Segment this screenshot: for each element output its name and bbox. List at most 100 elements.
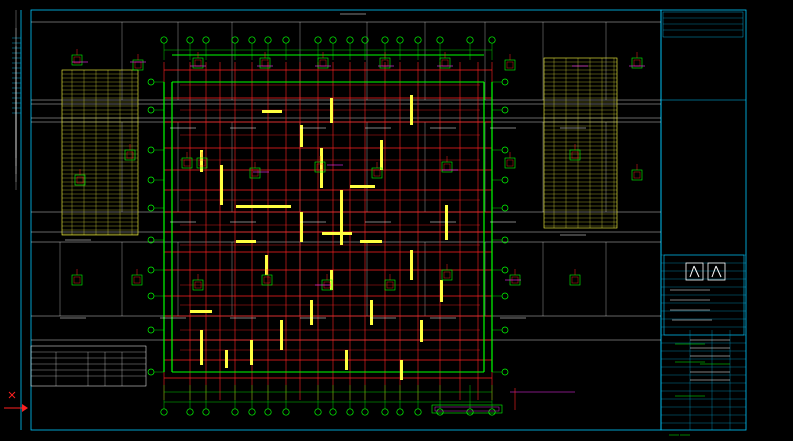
axis-bubble-top: [202, 36, 210, 44]
title-block-header: [663, 254, 745, 336]
axis-bubble-top: [186, 36, 194, 44]
legend-table: [30, 345, 147, 387]
column-detail: [192, 57, 204, 69]
axis-bubble-right: [501, 78, 509, 86]
shear-wall: [200, 330, 203, 365]
column-detail: [439, 57, 451, 69]
axis-bubble-left: [147, 78, 155, 86]
column-detail: [441, 269, 453, 281]
column-detail-core: [633, 171, 641, 179]
column-detail: [71, 54, 83, 66]
axis-bubble-left: [147, 146, 155, 154]
column-detail-core: [194, 281, 202, 289]
section-rebar: [434, 406, 500, 412]
shear-wall: [225, 350, 228, 368]
shear-wall: [330, 98, 333, 123]
axis-bubble-bottom: [264, 408, 272, 416]
axis-bubble-right: [501, 106, 509, 114]
column-detail: [131, 274, 143, 286]
column-detail-core: [443, 271, 451, 279]
seal-stamp: [685, 262, 704, 281]
column-detail: [441, 161, 453, 173]
column-detail-core: [263, 276, 271, 284]
axis-bubble-left: [147, 368, 155, 376]
column-detail: [504, 157, 516, 169]
column-detail-core: [319, 59, 327, 67]
shear-wall: [400, 360, 403, 380]
axis-bubble-bottom: [414, 408, 422, 416]
shear-wall: [236, 240, 256, 243]
axis-bubble-top: [488, 36, 496, 44]
shear-wall: [410, 250, 413, 280]
axis-bubble-left: [147, 326, 155, 334]
column-detail: [631, 169, 643, 181]
axis-bubble-bottom: [381, 408, 389, 416]
column-detail-core: [633, 59, 641, 67]
shear-wall: [350, 185, 375, 188]
section-detail: [431, 404, 503, 414]
column-detail: [249, 167, 261, 179]
axis-bubble-top: [346, 36, 354, 44]
axis-bubble-right: [501, 204, 509, 212]
axis-bubble-right: [501, 326, 509, 334]
shear-wall: [322, 232, 352, 235]
shear-wall: [262, 110, 282, 113]
column-detail: [132, 59, 144, 71]
axis-bubble-top: [282, 36, 290, 44]
column-detail-core: [316, 163, 324, 171]
axis-bubble-right: [501, 292, 509, 300]
column-detail: [569, 149, 581, 161]
axis-bubble-bottom: [488, 408, 496, 416]
shear-wall: [345, 350, 348, 370]
axis-bubble-top: [414, 36, 422, 44]
shear-wall: [220, 165, 223, 205]
column-detail-core: [571, 276, 579, 284]
shear-wall: [440, 280, 443, 302]
axis-bubble-top: [248, 36, 256, 44]
column-detail-core: [443, 163, 451, 171]
column-detail-core: [183, 159, 191, 167]
column-detail-core: [133, 276, 141, 284]
title-block-frame: [660, 9, 747, 431]
shear-wall: [420, 320, 423, 342]
shear-wall: [360, 240, 382, 243]
column-detail: [569, 274, 581, 286]
column-schedule-left: [61, 69, 139, 236]
axis-bubble-top: [436, 36, 444, 44]
column-detail-core: [571, 151, 579, 159]
axis-bubble-right: [501, 368, 509, 376]
axis-bubble-top: [264, 36, 272, 44]
axis-bubble-left: [147, 176, 155, 184]
column-detail: [317, 57, 329, 69]
axis-bubble-left: [147, 106, 155, 114]
seal-stamp: [707, 262, 726, 281]
axis-bubble-bottom: [314, 408, 322, 416]
axis-bubble-top: [381, 36, 389, 44]
column-detail-core: [198, 159, 206, 167]
column-detail-core: [386, 281, 394, 289]
shear-wall: [340, 190, 343, 245]
column-detail-core: [506, 61, 514, 69]
column-detail-core: [251, 169, 259, 177]
column-detail-core: [194, 59, 202, 67]
shear-wall: [370, 300, 373, 325]
column-detail: [261, 274, 273, 286]
shear-wall: [190, 310, 212, 313]
column-detail: [259, 57, 271, 69]
axis-bubble-bottom: [248, 408, 256, 416]
shear-wall: [320, 148, 323, 188]
column-detail: [504, 59, 516, 71]
column-detail-core: [506, 159, 514, 167]
axis-bubble-bottom: [231, 408, 239, 416]
column-detail-core: [126, 151, 134, 159]
shear-wall: [410, 95, 413, 125]
ucs-icon: [22, 404, 28, 412]
axis-bubble-bottom: [329, 408, 337, 416]
axis-bubble-bottom: [186, 408, 194, 416]
axis-bubble-top: [361, 36, 369, 44]
axis-bubble-top: [396, 36, 404, 44]
axis-bubble-bottom: [202, 408, 210, 416]
column-detail: [71, 274, 83, 286]
shear-wall: [280, 320, 283, 350]
